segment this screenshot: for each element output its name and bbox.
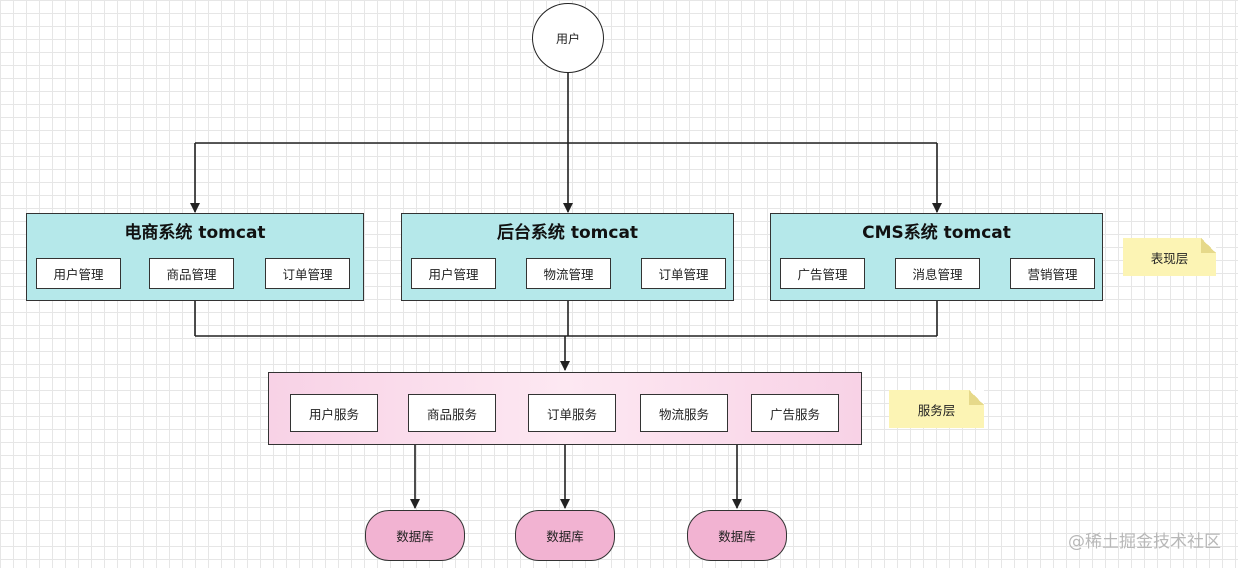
service-layer-note: 服务层 [889,390,984,428]
service-user: 用户服务 [290,394,378,432]
module-order-management: 订单管理 [641,258,726,289]
service-ad: 广告服务 [751,394,839,432]
database-1: 数据库 [365,510,465,561]
presentation-layer-note: 表现层 [1123,238,1216,276]
database-3: 数据库 [687,510,787,561]
module-ad-management: 广告管理 [780,258,865,289]
user-node: 用户 [532,3,604,73]
user-label: 用户 [555,31,580,46]
ecommerce-system: 电商系统 tomcat 用户管理 商品管理 订单管理 [26,213,364,301]
note-fold [1201,238,1216,253]
presentation-layer-label: 表现层 [1150,250,1189,266]
service-layer-label: 服务层 [917,402,956,418]
cms-system-title: CMS系统 tomcat [862,223,1011,243]
service-logistics: 物流服务 [640,394,728,432]
module-logistics-management: 物流管理 [526,258,611,289]
module-marketing-management: 营销管理 [1010,258,1095,289]
watermark: @稀土掘金技术社区 [1068,532,1221,552]
database-label: 数据库 [546,529,584,544]
backend-system: 后台系统 tomcat 用户管理 物流管理 订单管理 [401,213,734,301]
module-user-management: 用户管理 [411,258,496,289]
module-order-management: 订单管理 [265,258,350,289]
service-layer: 用户服务 商品服务 订单服务 物流服务 广告服务 [268,372,862,445]
ecommerce-system-title: 电商系统 tomcat [124,223,266,243]
module-user-management: 用户管理 [36,258,121,289]
database-2: 数据库 [515,510,615,561]
module-product-management: 商品管理 [149,258,234,289]
database-label: 数据库 [396,529,434,544]
module-message-management: 消息管理 [895,258,980,289]
backend-system-title: 后台系统 tomcat [496,223,639,243]
note-fold [969,390,984,405]
service-product: 商品服务 [408,394,496,432]
service-order: 订单服务 [528,394,616,432]
cms-system: CMS系统 tomcat 广告管理 消息管理 营销管理 [770,213,1103,301]
database-label: 数据库 [718,529,756,544]
